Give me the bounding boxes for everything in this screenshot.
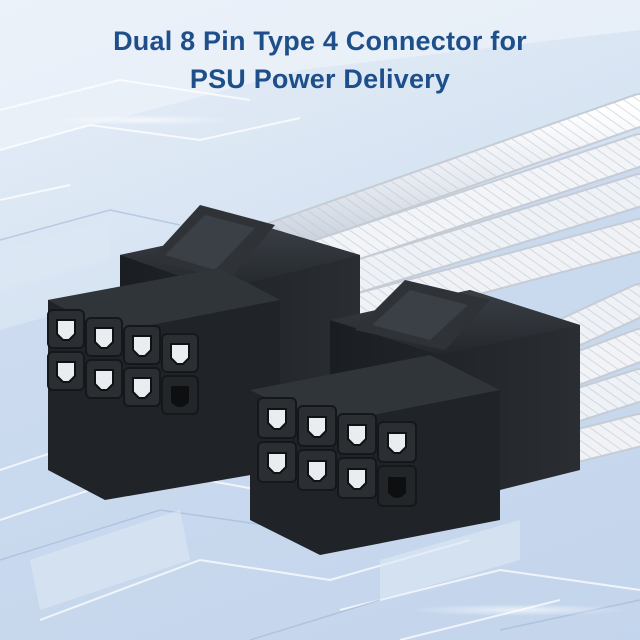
pin-grid-right [257,397,417,507]
headline: Dual 8 Pin Type 4 Connector for PSU Powe… [0,22,640,98]
pin-grid-left [47,309,199,415]
headline-line-1: Dual 8 Pin Type 4 Connector for [113,26,527,56]
headline-line-2: PSU Power Delivery [189,64,451,94]
connector-left [47,205,360,500]
connector-right [250,280,580,555]
